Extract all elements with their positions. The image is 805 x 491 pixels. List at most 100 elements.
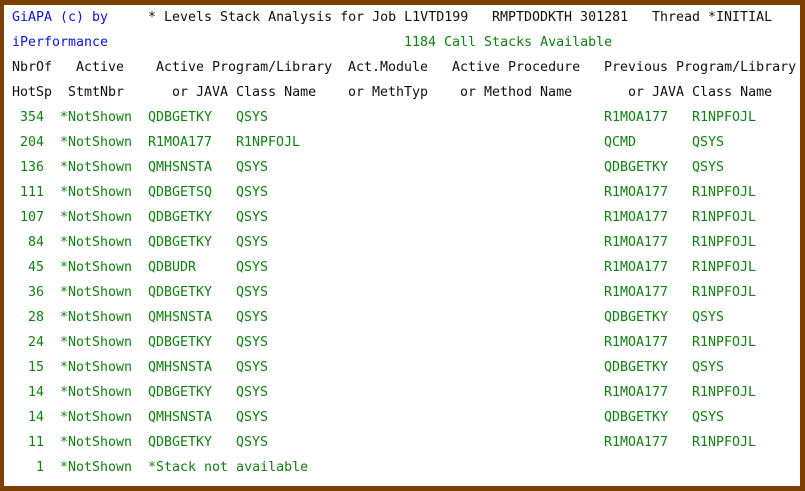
header-active-program: Active Program/Library	[156, 60, 333, 75]
active-library: QSYS	[236, 160, 269, 175]
header-methtyp: or MethTyp	[348, 85, 429, 100]
previous-library: R1NPFOJL	[692, 260, 757, 275]
hotsp-count: 204	[19, 135, 44, 150]
active-program: QDBGETKY	[148, 110, 213, 125]
header-stmtnbr: StmtNbr	[68, 85, 125, 100]
active-library: QSYS	[236, 235, 269, 250]
hotsp-count: 354	[19, 110, 44, 125]
previous-library: R1NPFOJL	[692, 210, 757, 225]
stmt-number: *NotShown	[60, 360, 133, 375]
hotsp-count: 14	[27, 410, 44, 425]
hotsp-count: 24	[27, 335, 44, 350]
hotsp-count: 11	[27, 435, 44, 450]
previous-library: R1NPFOJL	[692, 335, 757, 350]
previous-library: QSYS	[692, 310, 725, 325]
active-program: QDBGETKY	[148, 235, 213, 250]
stmt-number: *NotShown	[60, 210, 133, 225]
previous-program: R1MOA177	[604, 185, 669, 200]
previous-program: QDBGETKY	[604, 160, 669, 175]
stmt-number: *NotShown	[60, 160, 133, 175]
previous-program: R1MOA177	[604, 435, 669, 450]
header-prev-java-class: or JAVA Class Name	[628, 85, 773, 100]
screen-title: * Levels Stack Analysis for Job L1VTD199	[148, 10, 469, 25]
terminal-screen: GiAPA (c) by * Levels Stack Analysis for…	[4, 5, 800, 486]
thread-label: Thread *INITIAL	[652, 10, 773, 25]
previous-library: QSYS	[692, 410, 725, 425]
active-library: QSYS	[236, 285, 269, 300]
stmt-number: *NotShown	[60, 260, 133, 275]
active-program: QMHSNSTA	[148, 410, 213, 425]
active-library: QSYS	[236, 185, 269, 200]
active-program: QDBUDR	[148, 260, 197, 275]
previous-program: QDBGETKY	[604, 360, 669, 375]
table-row[interactable]: 1 *NotShown *Stack not available	[4, 455, 800, 480]
active-program: QMHSNSTA	[148, 160, 213, 175]
header-active-procedure: Active Procedure	[452, 60, 581, 75]
header-act-module: Act.Module	[348, 60, 429, 75]
hotsp-count: 28	[27, 310, 44, 325]
previous-program: R1MOA177	[604, 210, 669, 225]
previous-library: QSYS	[692, 360, 725, 375]
header-method-name: or Method Name	[460, 85, 573, 100]
hotsp-count: 14	[27, 385, 44, 400]
active-library: R1NPFOJL	[236, 135, 301, 150]
active-program: R1MOA177	[148, 135, 213, 150]
active-program: QDBGETSQ	[148, 185, 213, 200]
active-program: QDBGETKY	[148, 285, 213, 300]
header-hotsp: HotSp	[12, 85, 53, 100]
hotsp-count: 107	[19, 210, 44, 225]
active-program: *Stack not available	[148, 460, 309, 475]
column-header-row-1: NbrOf Active Active Program/Library Act.…	[4, 55, 800, 80]
hotsp-count: 15	[27, 360, 44, 375]
stmt-number: *NotShown	[60, 460, 133, 475]
stmt-number: *NotShown	[60, 285, 133, 300]
stmt-number: *NotShown	[60, 110, 133, 125]
hotsp-count: 111	[19, 185, 44, 200]
active-program: QMHSNSTA	[148, 360, 213, 375]
vendor-label: GiAPA (c) by	[12, 10, 109, 25]
title-line: GiAPA (c) by * Levels Stack Analysis for…	[4, 5, 800, 30]
previous-library: QSYS	[692, 160, 725, 175]
active-library: QSYS	[236, 435, 269, 450]
previous-program: R1MOA177	[604, 285, 669, 300]
previous-library: QSYS	[692, 135, 725, 150]
stmt-number: *NotShown	[60, 410, 133, 425]
active-program: QDBGETKY	[148, 435, 213, 450]
stmt-number: *NotShown	[60, 310, 133, 325]
previous-program: R1MOA177	[604, 385, 669, 400]
previous-library: R1NPFOJL	[692, 235, 757, 250]
active-library: QSYS	[236, 260, 269, 275]
stmt-number: *NotShown	[60, 135, 133, 150]
header-previous-program: Previous Program/Library	[604, 60, 797, 75]
active-program: QDBGETKY	[148, 335, 213, 350]
active-library: QSYS	[236, 210, 269, 225]
previous-program: QDBGETKY	[604, 410, 669, 425]
hotsp-count: 36	[27, 285, 44, 300]
previous-library: R1NPFOJL	[692, 435, 757, 450]
header-java-class: or JAVA Class Name	[172, 85, 317, 100]
subtitle-line: iPerformance 1184 Call Stacks Available	[4, 30, 800, 55]
previous-program: R1MOA177	[604, 335, 669, 350]
hotsp-count: 1	[35, 460, 44, 475]
active-library: QSYS	[236, 110, 269, 125]
job-user-number: RMPTDODKTH 301281	[492, 10, 629, 25]
previous-library: R1NPFOJL	[692, 110, 757, 125]
stmt-number: *NotShown	[60, 385, 133, 400]
hotsp-count: 45	[27, 260, 44, 275]
stack-count: 1184 Call Stacks Available	[404, 35, 613, 50]
active-library: QSYS	[236, 310, 269, 325]
